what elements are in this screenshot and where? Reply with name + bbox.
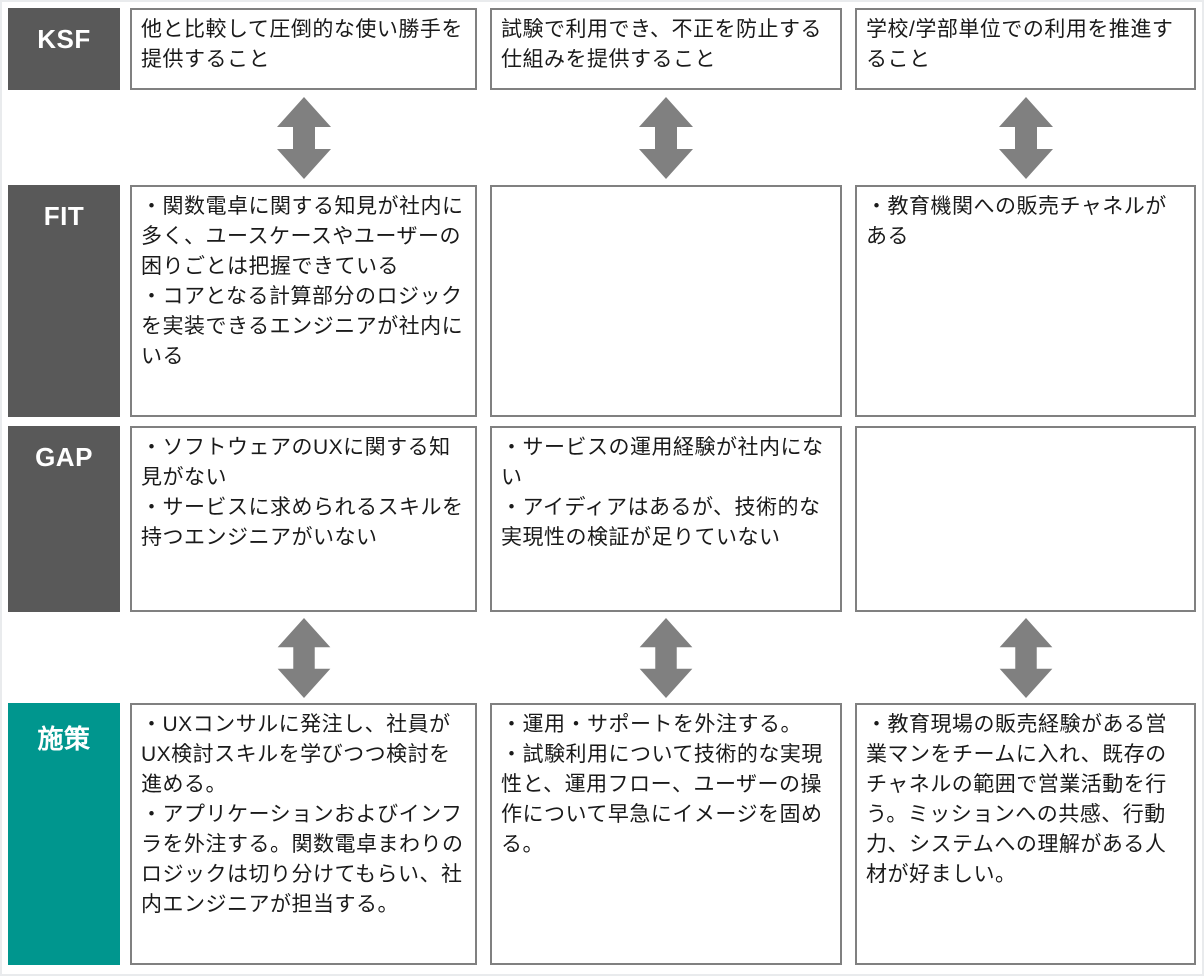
cell-measures-col3: ・教育現場の販売経験がある営業マンをチームに入れ、既存のチャネルの範囲で営業活動… [855, 703, 1196, 965]
updown-arrow-icon [490, 612, 842, 703]
cell-ksf-col2: 試験で利用でき、不正を防止する仕組みを提供すること [490, 8, 842, 90]
cell-text: ・アイディアはあるが、技術的な実現性の検証が足りていない [501, 496, 821, 549]
updown-arrow-icon [855, 90, 1196, 185]
cell-text: ・コアとなる計算部分のロジックを実装できるエンジニアが社内にいる [141, 285, 464, 368]
cell-gap-col1: ・ソフトウェアのUXに関する知見がない ・サービスに求められるスキルを持つエンジ… [130, 426, 477, 612]
row-label-ksf-text: KSF [37, 24, 91, 54]
cell-text: ・関数電卓に関する知見が社内に多く、ユースケースやユーザーの困りごとは把握できて… [141, 195, 464, 278]
row-label-ksf: KSF [8, 8, 120, 90]
row-label-measures-text: 施策 [37, 724, 91, 754]
cell-fit-col2-empty [490, 185, 842, 417]
row-label-gap-text: GAP [35, 442, 93, 472]
cell-ksf-col3: 学校/学部単位での利用を推進すること [855, 8, 1196, 90]
cell-text: ・教育現場の販売経験がある営業マンをチームに入れ、既存のチャネルの範囲で営業活動… [866, 713, 1167, 886]
cell-fit-col3: ・教育機関への販売チャネルがある [855, 185, 1196, 417]
row-label-gap: GAP [8, 426, 120, 612]
cell-ksf-col1: 他と比較して圧倒的な使い勝手を提供すること [130, 8, 477, 90]
cell-gap-col3-empty [855, 426, 1196, 612]
matrix-grid: KSF 他と比較して圧倒的な使い勝手を提供すること 試験で利用でき、不正を防止す… [8, 8, 1196, 965]
cell-measures-col2: ・運用・サポートを外注する。 ・試験利用について技術的な実現性と、運用フロー、ユ… [490, 703, 842, 965]
cell-text: ・サービスに求められるスキルを持つエンジニアがいない [141, 496, 464, 549]
cell-text: ・試験利用について技術的な実現性と、運用フロー、ユーザーの操作について早急にイメ… [501, 743, 823, 856]
cell-fit-col1: ・関数電卓に関する知見が社内に多く、ユースケースやユーザーの困りごとは把握できて… [130, 185, 477, 417]
updown-arrow-icon [855, 612, 1196, 703]
cell-text: ・ソフトウェアのUXに関する知見がない [141, 436, 451, 489]
cell-text: ・運用・サポートを外注する。 [501, 713, 802, 736]
row-label-measures: 施策 [8, 703, 120, 965]
cell-text: 試験で利用でき、不正を防止する仕組みを提供すること [501, 18, 823, 71]
row-label-fit: FIT [8, 185, 120, 417]
cell-text: 他と比較して圧倒的な使い勝手を提供すること [141, 18, 463, 71]
row-label-fit-text: FIT [43, 201, 85, 231]
cell-text: 学校/学部単位での利用を推進すること [866, 18, 1174, 71]
cell-gap-col2: ・サービスの運用経験が社内にない ・アイディアはあるが、技術的な実現性の検証が足… [490, 426, 842, 612]
cell-measures-col1: ・UXコンサルに発注し、社員がUX検討スキルを学びつつ検討を進める。 ・アプリケ… [130, 703, 477, 965]
cell-text: ・UXコンサルに発注し、社員がUX検討スキルを学びつつ検討を進める。 [141, 713, 451, 796]
cell-text: ・サービスの運用経験が社内にない [501, 436, 824, 489]
updown-arrow-icon [490, 90, 842, 185]
updown-arrow-icon [130, 612, 477, 703]
cell-text: ・教育機関への販売チャネルがある [866, 195, 1167, 248]
updown-arrow-icon [130, 90, 477, 185]
cell-text: ・アプリケーションおよびインフラを外注する。関数電卓まわりのロジックは切り分けて… [141, 803, 464, 916]
